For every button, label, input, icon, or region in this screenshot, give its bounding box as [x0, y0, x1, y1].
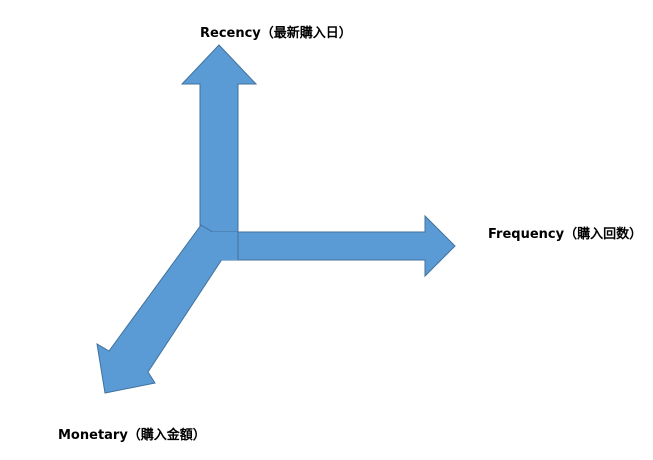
monetary-arrow: [96, 224, 233, 394]
axis-origin-joint: [200, 232, 238, 260]
monetary-label: Monetary（購入金額）: [58, 428, 206, 443]
recency-label: Recency（最新購入日）: [200, 26, 352, 41]
frequency-arrow: [218, 214, 456, 278]
recency-arrow: [180, 44, 258, 233]
frequency-label: Frequency（購入回数）: [488, 227, 643, 242]
